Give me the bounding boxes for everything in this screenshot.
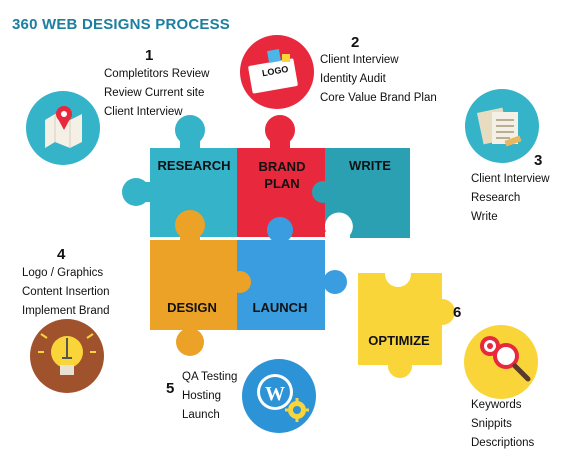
step-4-item: Implement Brand: [22, 305, 110, 317]
piece-label-launch: LAUNCH: [253, 300, 308, 315]
step-1-item: Review Current site: [104, 87, 205, 99]
svg-text:W: W: [265, 383, 285, 405]
step-6-list: Keywords Snippits Descriptions: [471, 396, 534, 453]
step-5-item: Launch: [182, 409, 220, 421]
step-3-number: 3: [534, 152, 543, 169]
step-2-number: 2: [351, 34, 360, 51]
step-6-item: Descriptions: [471, 437, 535, 449]
puzzle-piece-brand: BRAND PLAN: [237, 115, 334, 237]
logo-card-text: LOGO: [261, 64, 289, 78]
step-6-item: Keywords: [471, 399, 522, 411]
step-4-number: 4: [57, 246, 66, 263]
puzzle-piece-research: RESEARCH: [122, 115, 237, 237]
step-2-item: Identity Audit: [320, 73, 386, 85]
step-2-item: Client Interview: [320, 54, 399, 66]
step-5-number: 5: [166, 380, 175, 397]
piece-label-brand-line1: BRAND: [259, 159, 306, 174]
puzzle-piece-design: DESIGN: [150, 210, 250, 356]
step-1-number: 1: [145, 47, 154, 64]
logo-card-icon: LOGO: [240, 35, 314, 109]
step-3-item: Research: [471, 192, 521, 204]
puzzle-piece-launch: LAUNCH: [229, 217, 347, 330]
step-1-item: Client Interview: [104, 106, 183, 118]
step-6-number: 6: [453, 304, 462, 321]
step-1-item: Completitors Review: [104, 68, 210, 80]
step-3-item: Client Interview: [471, 173, 550, 185]
step-4-item: Content Insertion: [22, 286, 110, 298]
step-5-item: QA Testing: [182, 371, 238, 383]
piece-label-research: RESEARCH: [158, 158, 231, 173]
step-1-list: Completitors Review Review Current site …: [104, 65, 209, 122]
step-3-list: Client Interview Research Write: [471, 170, 550, 227]
magnifier-target-icon: [464, 325, 538, 399]
step-4-list: Logo / Graphics Content Insertion Implem…: [22, 264, 110, 321]
light-bulb-icon: [30, 319, 104, 393]
step-2-item: Core Value Brand Plan: [320, 92, 437, 104]
wordpress-gear-icon: W: [242, 359, 316, 433]
step-5-list: QA Testing Hosting Launch: [182, 368, 237, 425]
step-5-item: Hosting: [182, 390, 221, 402]
piece-label-write: WRITE: [349, 158, 391, 173]
step-6-item: Snippits: [471, 418, 512, 430]
step-4-item: Logo / Graphics: [22, 267, 104, 279]
step-3-item: Write: [471, 211, 498, 223]
piece-label-brand-line2: PLAN: [264, 176, 299, 191]
documents-icon: [465, 89, 539, 163]
page-title: 360 WEB DESIGNS PROCESS: [12, 16, 230, 33]
map-pin-icon: [26, 91, 100, 165]
piece-label-optimize: OPTIMIZE: [368, 333, 430, 348]
piece-label-design: DESIGN: [167, 300, 217, 315]
step-2-list: Client Interview Identity Audit Core Val…: [320, 51, 437, 108]
puzzle-piece-optimize: OPTIMIZE: [358, 261, 455, 378]
